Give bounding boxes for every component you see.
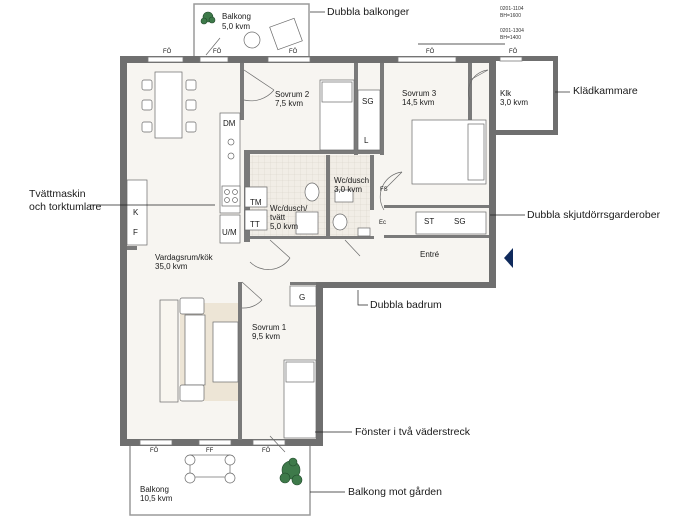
wc1-name: Wc/dusch/ [270, 204, 308, 213]
callout-laundry-2: och torktumlare [29, 201, 102, 213]
wardrobe-label-sg-2: SG [454, 217, 466, 226]
bedroom3-area: 14,5 kvm [402, 98, 435, 107]
dining-set [141, 71, 197, 139]
window-label: FÖ [150, 448, 159, 454]
bedroom2-area: 7,5 kvm [275, 99, 304, 108]
oven-microwave-label: U/M [222, 228, 237, 237]
entrance-arrow [504, 248, 513, 268]
wardrobe-label-g: G [299, 293, 306, 302]
plants [200, 11, 303, 486]
interior-walls [127, 63, 489, 440]
window-label: FF [206, 448, 214, 454]
window-label: FÖ [262, 448, 271, 454]
electrical-cabinet-label: Ec [379, 220, 387, 226]
closet-area: 3,0 kvm [500, 98, 529, 107]
wc1-name-2: tvätt [270, 213, 286, 222]
living-name: Vardagsrum/kök [155, 253, 213, 262]
wc2-area: 3,0 kvm [334, 185, 363, 194]
callout-windows: Fönster i två väderstreck [355, 426, 470, 438]
window-label: FÖ [163, 49, 172, 55]
wardrobes [289, 89, 487, 307]
balcony-bottom-area: 10,5 kvm [140, 494, 173, 503]
dishwasher-label: DM [223, 119, 236, 128]
bedroom1-name: Sovrum 1 [252, 323, 287, 332]
window-label: FÖ [213, 49, 222, 55]
callout-walk-in: Klädkammare [573, 85, 638, 97]
bedroom3-name: Sovrum 3 [402, 89, 437, 98]
callout-laundry-1: Tvättmaskin [29, 188, 86, 200]
balcony-top-name: Balkong [222, 12, 251, 21]
callout-lines [90, 11, 570, 493]
dryer-label: TT [250, 220, 260, 229]
windows [139, 56, 523, 446]
window-code-1: 0201-1104 [500, 6, 524, 12]
entrance-name: Entré [420, 250, 440, 259]
washer-label: TM [250, 198, 262, 207]
storage-label-st: ST [424, 217, 435, 226]
window-label: FÖ [509, 49, 518, 55]
fridge-label: K [133, 208, 139, 217]
callout-balconies: Dubbla balkonger [327, 6, 410, 18]
window-label: FÖ [289, 49, 298, 55]
callout-courtyard: Balkong mot gården [348, 486, 442, 498]
balcony-top-area: 5,0 kvm [222, 22, 251, 31]
wc2-name: Wc/dusch [334, 176, 370, 185]
bedroom2-name: Sovrum 2 [275, 90, 310, 99]
window-code-2: 0201-1304 [500, 28, 524, 34]
living-furniture [159, 297, 239, 403]
beds [283, 79, 487, 439]
fuse-box-label: FS [380, 187, 388, 193]
living-area: 35,0 kvm [155, 262, 188, 271]
kitchen [126, 112, 268, 246]
wc1-area: 5,0 kvm [270, 222, 299, 231]
wardrobe-label-sg: SG [362, 97, 374, 106]
closet-name: Klk [500, 89, 512, 98]
window-label: FÖ [426, 49, 435, 55]
linen-cabinet-label: L [364, 136, 369, 145]
window-height-2: BH=1400 [500, 35, 521, 41]
window-height-1: BH=1600 [500, 13, 521, 19]
callout-bathrooms: Dubbla badrum [370, 299, 442, 311]
balcony-bottom-name: Balkong [140, 485, 169, 494]
balcony-furniture [184, 17, 303, 484]
door-swings [205, 37, 489, 453]
callout-wardrobes: Dubbla skjutdörrsgarderober [527, 209, 661, 221]
bath-fixtures [295, 182, 371, 237]
bedroom1-area: 9,5 kvm [252, 332, 281, 341]
freezer-label: F [133, 228, 138, 237]
